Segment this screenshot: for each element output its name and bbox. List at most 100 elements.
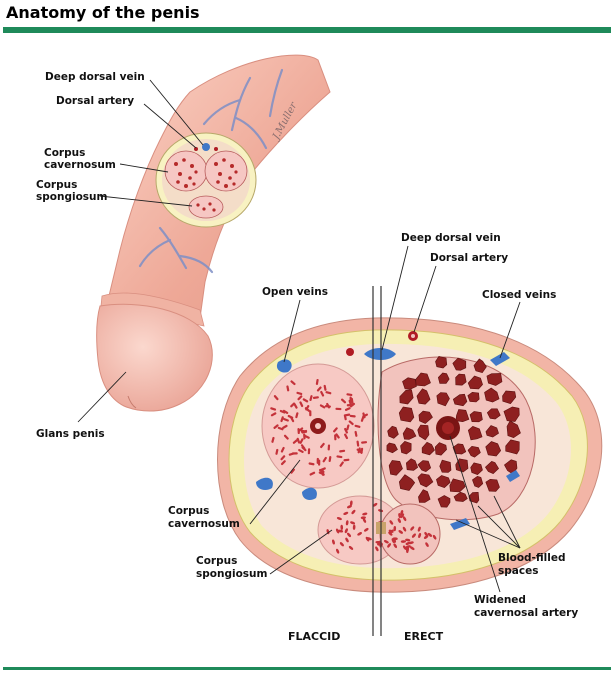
- flaccid-vascular-space: [270, 407, 277, 411]
- flaccid-vascular-space: [350, 397, 354, 404]
- flaccid-vascular-space: [283, 418, 289, 422]
- label-corpus-cavernosum-top-line1: Corpus: [44, 147, 85, 159]
- flaccid-vascular-space: [273, 424, 279, 429]
- surface-veins: [138, 68, 284, 274]
- spongiosum-space: [347, 532, 351, 538]
- flaccid-vascular-space: [297, 395, 303, 401]
- spongiosum-space: [408, 541, 414, 545]
- flaccid-vascular-space: [293, 403, 298, 409]
- spongiosum-space: [409, 546, 415, 551]
- erect-blood-filled-space: [437, 495, 451, 508]
- spongiosum-space: [347, 505, 352, 509]
- erect-blood-filled-space: [468, 491, 480, 504]
- erect-blood-filled-space: [436, 475, 451, 488]
- flaccid-vascular-space: [321, 469, 324, 476]
- flaccid-vascular-space: [309, 471, 316, 476]
- flaccid-vascular-space: [298, 448, 304, 454]
- label-corpus-cavernosum-bottom-line2: cavernosum: [168, 518, 240, 530]
- label-closed-veins: Closed veins: [482, 289, 556, 301]
- flaccid-vascular-space: [270, 412, 277, 417]
- spongiosum-space: [402, 526, 407, 532]
- spongiosum-space: [418, 532, 422, 538]
- label-corpus-cavernosum-top-line2: cavernosum: [44, 159, 116, 171]
- erect-blood-filled-space: [467, 391, 480, 403]
- erect-blood-filled-space: [398, 406, 415, 423]
- spongiosum-space: [389, 520, 394, 525]
- spongiosum-space: [425, 542, 429, 548]
- flaccid-vascular-space: [323, 384, 327, 391]
- flaccid-vascular-space: [325, 391, 332, 395]
- flaccid-vascular-space: [334, 434, 337, 441]
- flaccid-vascular-space: [304, 434, 310, 439]
- label-blood-filled-line2: spaces: [498, 565, 538, 577]
- caption-flaccid: FLACCID: [288, 630, 340, 643]
- lower-cross-section: [217, 317, 603, 593]
- erect-blood-filled-space: [485, 425, 499, 438]
- label-open-veins: Open veins: [262, 286, 328, 298]
- spongiosum-space: [350, 521, 356, 525]
- caption-erect: ERECT: [404, 630, 444, 643]
- flaccid-vascular-space: [277, 426, 284, 431]
- flaccid-vascular-space: [360, 447, 364, 454]
- flaccid-vascular-space: [290, 416, 295, 423]
- erect-blood-filled-space: [473, 358, 487, 374]
- erect-blood-filled-space: [399, 389, 414, 405]
- erect-blood-filled-space: [398, 474, 416, 491]
- flaccid-vascular-space: [271, 436, 275, 443]
- erect-blood-filled-space: [452, 393, 468, 407]
- erect-blood-filled-space: [435, 355, 448, 369]
- spongiosum-space: [402, 516, 407, 522]
- spongiosum-space: [397, 518, 401, 523]
- spongiosum-space: [336, 517, 342, 521]
- flaccid-vascular-space: [290, 468, 295, 474]
- erect-blood-filled-space: [467, 425, 483, 441]
- spongiosum-space: [360, 516, 366, 519]
- upper-cross-section: [155, 132, 257, 228]
- erect-blood-filled-space: [402, 377, 417, 390]
- spongiosum-space: [383, 540, 389, 544]
- erect-blood-filled-space: [467, 445, 481, 458]
- flaccid-vascular-space: [356, 440, 360, 447]
- label-widened-line1: Widened: [474, 594, 526, 606]
- closed-vein-top-right: [490, 352, 510, 366]
- flaccid-vascular-space: [296, 437, 301, 444]
- label-glans-penis: Glans penis: [36, 428, 105, 440]
- erect-blood-filled-space: [486, 408, 501, 420]
- flaccid-vascular-space: [354, 424, 361, 428]
- label-widened-line2: cavernosal artery: [474, 607, 578, 619]
- flaccid-vascular-space: [328, 456, 332, 463]
- page-title: Anatomy of the penis: [6, 3, 200, 22]
- flaccid-vascular-space: [299, 401, 304, 408]
- spongiosum-space: [336, 548, 340, 554]
- flaccid-vascular-space: [322, 456, 327, 463]
- flaccid-vascular-space: [327, 444, 331, 451]
- spongiosum-space: [340, 524, 344, 530]
- open-vein-left: [256, 477, 273, 490]
- label-corpus-spongiosum-top-line1: Corpus: [36, 179, 77, 191]
- spongiosum-space: [335, 528, 340, 534]
- flaccid-vascular-space: [316, 386, 322, 392]
- spongiosum-space: [403, 545, 407, 550]
- spongiosum-space: [392, 537, 398, 541]
- erect-blood-filled-space: [415, 372, 431, 387]
- flaccid-vascular-space: [309, 410, 312, 417]
- label-dorsal-artery-right: Dorsal artery: [430, 252, 508, 264]
- flaccid-vascular-space: [275, 448, 279, 455]
- flaccid-vascular-space: [339, 461, 344, 467]
- spongiosum-space: [405, 538, 411, 542]
- erect-blood-filled-space: [439, 459, 452, 473]
- flaccid-vascular-space: [312, 396, 319, 399]
- flaccid-vascular-space: [333, 427, 338, 433]
- erect-blood-filled-space: [485, 478, 500, 492]
- spongiosum-space: [351, 509, 356, 515]
- flaccid-vascular-space: [309, 395, 313, 402]
- flaccid-vascular-space: [349, 402, 356, 408]
- erect-blood-filled-space: [388, 460, 403, 476]
- label-corpus-spongiosum-bottom-line2: spongiosum: [196, 568, 268, 580]
- label-deep-dorsal-vein-top: Deep dorsal vein: [45, 71, 145, 83]
- erect-blood-filled-space: [486, 373, 503, 386]
- flaccid-vascular-space: [340, 398, 347, 404]
- flaccid-vascular-space: [354, 430, 358, 437]
- erect-blood-filled-space: [453, 491, 468, 502]
